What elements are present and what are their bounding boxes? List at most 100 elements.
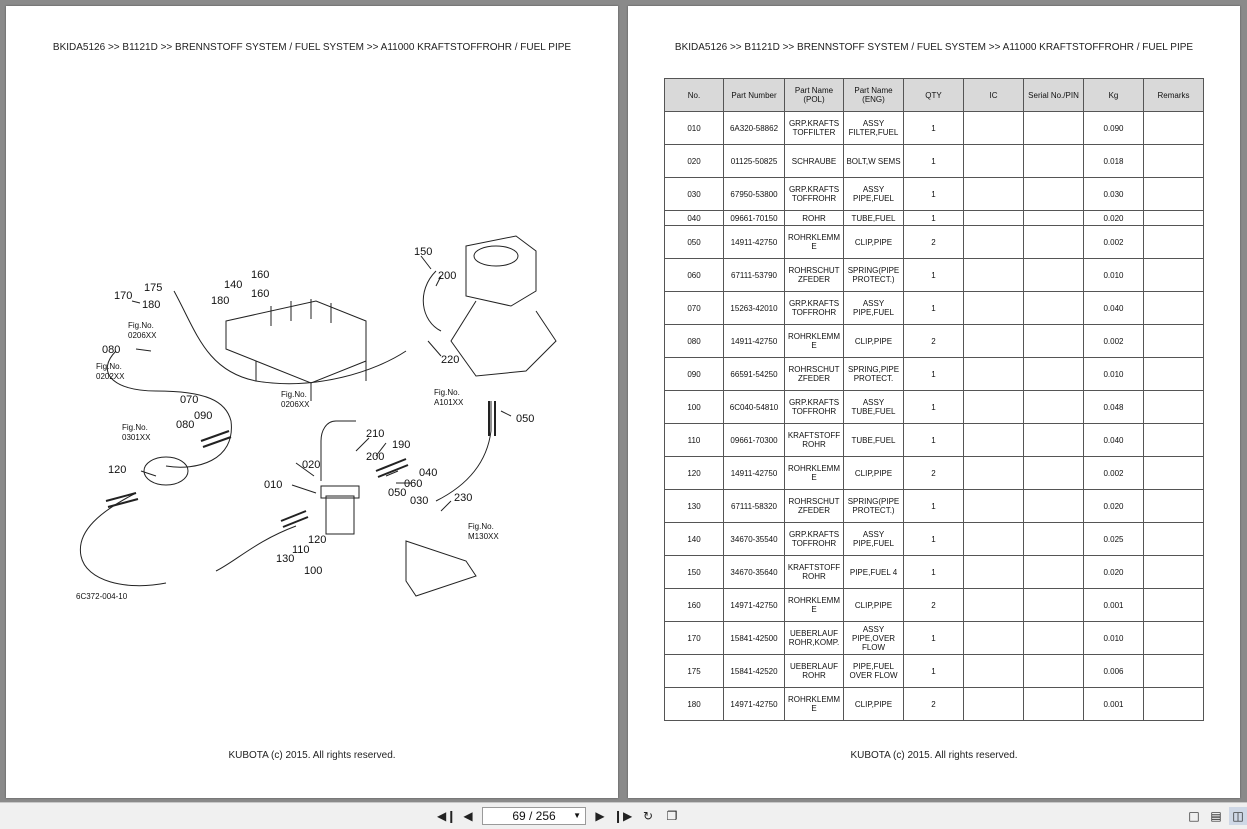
table-cell: ROHRKLEMM E: [784, 687, 844, 721]
table-cell: 060: [664, 258, 724, 292]
callout-175: 175: [144, 282, 162, 294]
table-cell: 0.018: [1083, 144, 1144, 178]
rotate-icon[interactable]: ↻: [642, 809, 654, 823]
table-cell: 110: [664, 423, 724, 457]
table-cell: CLIP,PIPE: [843, 456, 904, 490]
tank-housing-shape: [465, 235, 537, 307]
callout-100: 100: [304, 565, 322, 577]
table-cell: TUBE,FUEL: [843, 423, 904, 457]
table-cell: 1: [903, 258, 964, 292]
table-cell: [1143, 324, 1204, 358]
table-cell: [1023, 177, 1084, 211]
table-cell: 0.002: [1083, 225, 1144, 259]
table-cell: 2: [903, 687, 964, 721]
table-cell: UEBERLAUF ROHR: [784, 654, 844, 688]
table-cell: [1143, 225, 1204, 259]
table-cell: 6A320-58862: [723, 111, 785, 145]
table-cell: 030: [664, 177, 724, 211]
callout-230: 230: [454, 492, 472, 504]
table-cell: 14911-42750: [723, 456, 785, 490]
table-cell: [1143, 555, 1204, 589]
callout-200: 210: [366, 428, 384, 440]
callout-170: 170: [114, 290, 132, 302]
two-page-view-icon[interactable]: ◫: [1229, 807, 1247, 825]
callout-030: 030: [410, 495, 428, 507]
table-cell: 0.002: [1083, 456, 1144, 490]
column-header: Part Name(POL): [784, 78, 844, 112]
first-page-icon[interactable]: ◀❙: [437, 809, 457, 823]
table-cell: 0.010: [1083, 357, 1144, 391]
table-cell: KRAFTSTOFF ROHR: [784, 555, 844, 589]
fuel-filter-shape: [325, 495, 355, 535]
table-cell: 010: [664, 111, 724, 145]
continuous-view-icon[interactable]: ▤: [1210, 809, 1222, 823]
viewer-toolbar: ◀❙ ◀ 69 / 256 ▼ ▶ ❙▶ ↻ ❐ □ ▤ ◫: [0, 802, 1247, 829]
table-cell: 175: [664, 654, 724, 688]
table-cell: 15841-42500: [723, 621, 785, 655]
table-cell: 120: [664, 456, 724, 490]
table-cell: [1023, 390, 1084, 424]
table-cell: 0.025: [1083, 522, 1144, 556]
callout-150: 160: [251, 269, 269, 281]
page-header-left: BKIDA5126 >> B1121D >> BRENNSTOFF SYSTEM…: [52, 42, 572, 53]
single-page-view-icon[interactable]: □: [1188, 809, 1200, 823]
table-cell: [1023, 654, 1084, 688]
table-cell: [1143, 177, 1204, 211]
callout-220: 220: [441, 354, 459, 366]
table-cell: [963, 588, 1024, 622]
callout-180b: 180: [142, 299, 160, 311]
table-cell: 0.020: [1083, 210, 1144, 226]
table-cell: [963, 210, 1024, 226]
next-page-icon[interactable]: ▶: [595, 809, 605, 823]
table-cell: [1143, 621, 1204, 655]
table-cell: [1023, 291, 1084, 325]
callout-110: 110: [292, 544, 310, 556]
table-cell: 14911-42750: [723, 225, 785, 259]
left-page: BKIDA5126 >> B1121D >> BRENNSTOFF SYSTEM…: [6, 6, 618, 798]
table-cell: 0.010: [1083, 621, 1144, 655]
column-header: Kg: [1083, 78, 1144, 112]
fig-ref-code: 0202XX: [96, 372, 125, 381]
callout-140: 140: [224, 279, 242, 291]
column-header: Serial No./PIN: [1023, 78, 1084, 112]
table-cell: CLIP,PIPE: [843, 225, 904, 259]
table-cell: [1143, 489, 1204, 523]
copy-icon[interactable]: ❐: [666, 809, 678, 823]
table-cell: [1023, 225, 1084, 259]
table-cell: 0.030: [1083, 177, 1144, 211]
table-cell: 100: [664, 390, 724, 424]
callout-130: 130: [276, 553, 294, 565]
table-cell: 0.020: [1083, 555, 1144, 589]
prev-page-icon[interactable]: ◀: [463, 809, 473, 823]
table-cell: [1023, 258, 1084, 292]
table-cell: 080: [664, 324, 724, 358]
fig-ref-label: Fig.No.: [281, 390, 307, 399]
table-cell: ROHRKLEMM E: [784, 225, 844, 259]
page-select[interactable]: 69 / 256 ▼: [482, 807, 586, 825]
table-cell: [1143, 390, 1204, 424]
table-cell: 1: [903, 522, 964, 556]
table-cell: [1023, 489, 1084, 523]
table-cell: [963, 555, 1024, 589]
table-cell: [963, 258, 1024, 292]
table-cell: PIPE,FUEL 4: [843, 555, 904, 589]
fig-ref-label: Fig.No.: [122, 423, 148, 432]
table-cell: 1: [903, 489, 964, 523]
table-cell: ASSY PIPE,FUEL: [843, 177, 904, 211]
table-cell: GRP.KRAFTS TOFFILTER: [784, 111, 844, 145]
table-cell: 1: [903, 177, 964, 211]
table-cell: [1023, 522, 1084, 556]
last-page-icon[interactable]: ❙▶: [613, 809, 633, 823]
fuel-system-drawing: 150 200 220 050 160 160 140 180 175 170 …: [76, 235, 557, 601]
callout-120b: 120: [308, 534, 326, 546]
column-header: IC: [963, 78, 1024, 112]
table-cell: ROHRSCHUT ZFEDER: [784, 357, 844, 391]
table-cell: 67950-53800: [723, 177, 785, 211]
